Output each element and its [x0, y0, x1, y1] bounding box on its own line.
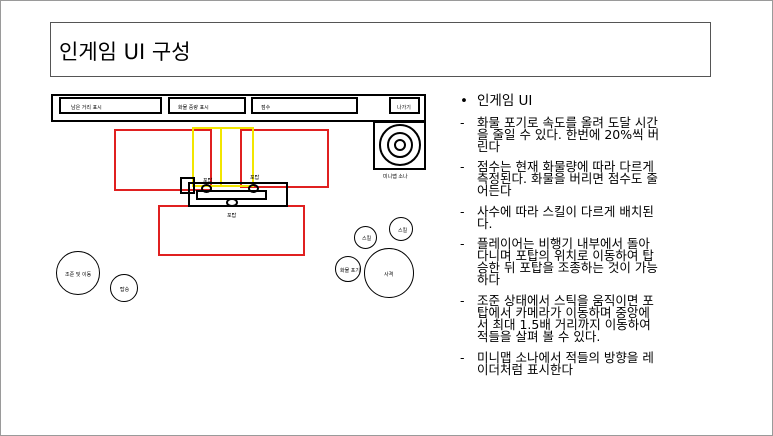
- skill-b-button[interactable]: 스킬: [389, 217, 413, 241]
- score-box: 점수: [251, 97, 358, 114]
- title-box: 인게임 UI 구성: [50, 22, 711, 77]
- main-turret-icon: [226, 198, 238, 207]
- bullet-score: - 점수는 현재 화물량에 따라 다르게 측정된다. 화물을 버리면 점수도 줄…: [460, 159, 685, 198]
- minimap-inner-ring: [387, 132, 413, 158]
- exit-box: 나가기: [389, 97, 420, 114]
- fire-button[interactable]: 사격: [364, 248, 414, 298]
- bullet-aim-camera: - 조준 상태에서 스틱을 움직이면 포 탑에서 카메라가 이동하며 중앙에 서…: [460, 293, 685, 344]
- aim-move-joystick[interactable]: 조준 및 이동: [56, 251, 100, 295]
- bullet-text: 인게임 UI: [477, 93, 533, 109]
- bullet-text: 점수는 현재 화물량에 따라 다르게 측정된다. 화물을 버리면 점수도 줄 어…: [477, 159, 658, 198]
- bullet-player-move: - 플레이어는 비행기 내부에서 돌아 다니며 포탑의 위치로 이동하여 탑 승…: [460, 236, 685, 287]
- fire-label: 사격: [384, 272, 394, 278]
- aim-move-label: 조준 및 이동: [65, 272, 92, 278]
- center-highlight: [192, 127, 254, 187]
- remaining-distance-box: 남은 거리 표시: [59, 97, 162, 114]
- slide-title: 인게임 UI 구성: [59, 40, 191, 64]
- right-turret-view-area: [240, 129, 329, 188]
- bullet-text: 화물 포기로 속도를 올려 도달 시간 을 줄일 수 있다. 한번에 20%씩 …: [477, 115, 660, 154]
- skill-a-label: 스킬: [362, 236, 372, 242]
- remaining-distance-label: 남은 거리 표시: [71, 105, 102, 111]
- skill-a-button[interactable]: 스킬: [354, 226, 377, 249]
- bullet-minimap: - 미니맵 소나에서 적들의 방향을 레 이더처럼 표시한다: [460, 350, 685, 377]
- bullet-text: 조준 상태에서 스틱을 움직이면 포 탑에서 카메라가 이동하며 중앙에 서 최…: [477, 293, 654, 344]
- left-turret-label: 포탑: [203, 178, 213, 184]
- dash-marker: -: [460, 293, 465, 308]
- dash-marker: -: [460, 204, 465, 219]
- cargo-capacity-box: 화물 중량 표시: [168, 97, 246, 114]
- aircraft-body: [188, 182, 288, 207]
- cargo-capacity-label: 화물 중량 표시: [178, 105, 209, 111]
- score-label: 점수: [261, 105, 271, 111]
- minimap-outer-ring: [379, 124, 421, 166]
- minimap-center: [394, 139, 406, 151]
- minimap-label: 미니맵 소나: [383, 174, 408, 180]
- topbar: [51, 94, 426, 122]
- dash-marker: -: [460, 115, 465, 130]
- bullet-text: 미니맵 소나에서 적들의 방향을 레 이더처럼 표시한다: [477, 350, 654, 377]
- cargo-drop-button[interactable]: 화물 포기: [335, 256, 361, 282]
- left-turret-icon: [201, 184, 212, 193]
- dash-marker: -: [460, 236, 465, 251]
- dash-marker: -: [460, 159, 465, 174]
- bullet-skill: - 사수에 따라 스킬이 다르게 배치된 다.: [460, 204, 685, 231]
- dash-marker: -: [460, 350, 465, 365]
- bullet-cargo-drop: - 화물 포기로 속도를 올려 도달 시간 을 줄일 수 있다. 한번에 20%…: [460, 115, 685, 154]
- bullet-text: 사수에 따라 스킬이 다르게 배치된 다.: [477, 204, 654, 231]
- skill-b-label: 스킬: [398, 228, 408, 234]
- board-label: 탑승: [120, 287, 130, 293]
- aircraft-nose: [180, 177, 195, 194]
- bullet-text: 플레이어는 비행기 내부에서 돌아 다니며 포탑의 위치로 이동하여 탑 승한 …: [477, 236, 658, 287]
- main-turret-label: 포탑: [227, 213, 237, 219]
- minimap-box: [373, 121, 426, 170]
- right-turret-icon: [248, 184, 259, 193]
- left-turret-view-area: [114, 129, 212, 191]
- right-turret-label: 포탑: [250, 175, 260, 181]
- bullet-marker: •: [460, 93, 468, 109]
- cargo-drop-label: 화물 포기: [340, 268, 360, 274]
- bullet-ingame-ui: • 인게임 UI: [460, 93, 685, 109]
- board-button[interactable]: 탑승: [110, 274, 138, 302]
- exit-label: 나가기: [397, 105, 411, 111]
